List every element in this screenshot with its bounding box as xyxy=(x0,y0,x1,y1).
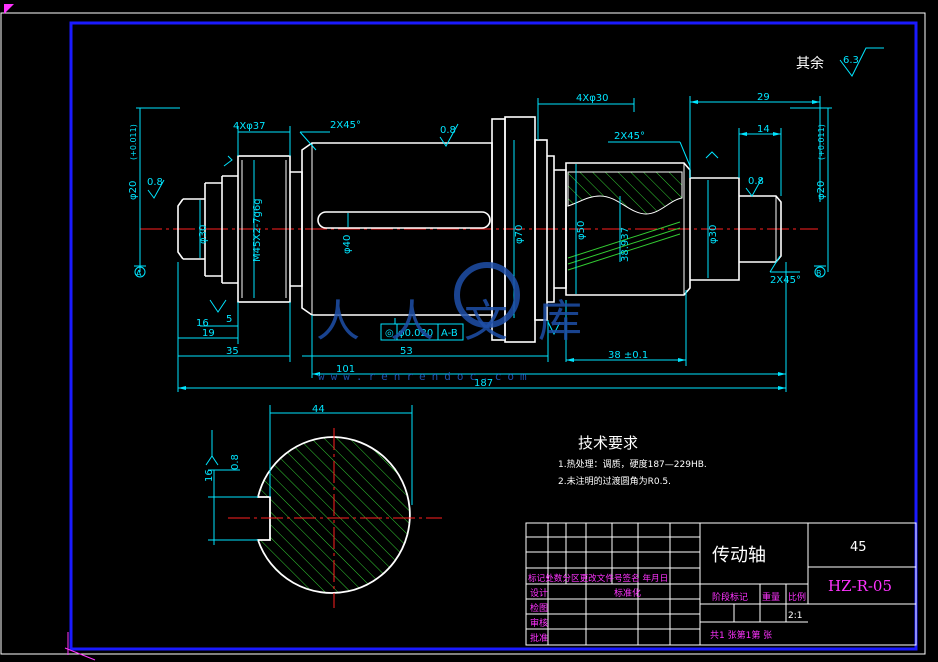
tol-value: φ0.020 xyxy=(398,328,433,339)
label-sheets: 共1 张第1第 张 xyxy=(710,629,772,641)
dim-14: 14 xyxy=(757,124,770,135)
dim-5: 5 xyxy=(226,314,232,325)
label-design: 设计 xyxy=(530,587,548,599)
spline-hatch xyxy=(567,171,683,215)
header-row: 标记处数分区更改文件号签名 年月日 xyxy=(528,572,668,584)
material: 45 xyxy=(850,540,867,555)
dim-4x37: 4Xφ37 xyxy=(233,121,266,132)
dim-29: 29 xyxy=(757,92,770,103)
dim-101: 101 xyxy=(336,364,355,375)
surface-finish-symbols xyxy=(147,47,884,336)
label-scale: 比例 xyxy=(788,591,806,603)
finish-value-left: 0.8 xyxy=(147,177,163,188)
dim-d20-left: φ20 xyxy=(128,181,139,200)
section-dim-16: 16 xyxy=(204,469,215,482)
rotated-texts: φ20 (+0.011) φ20 (+0.011) φ30 M45X2-7g6g… xyxy=(128,124,827,482)
shaft-outline xyxy=(177,116,782,343)
dim-d20-left-tol: (+0.011) xyxy=(129,124,138,160)
dim-d40: φ40 xyxy=(342,235,353,254)
label-check: 检图 xyxy=(530,602,548,614)
scale-value: 2:1 xyxy=(788,611,802,621)
dim-spline: 38.937 xyxy=(620,227,631,262)
tol-symbol: ◎ xyxy=(385,328,394,339)
dim-4x30: 4Xφ30 xyxy=(576,93,609,104)
datum-a: A xyxy=(136,269,142,278)
tech-line-1: 1.热处理：调质，硬度187—229HB. xyxy=(558,458,707,470)
dimension-texts: 其余 6.3 0.8 0.8 0.8 4Xφ37 2X45° 4Xφ30 2X4… xyxy=(136,55,859,415)
drawing-number: HZ-R-05 xyxy=(828,577,892,595)
dim-19: 19 xyxy=(202,328,215,339)
finish-value-top: 0.8 xyxy=(440,125,456,136)
datum-symbols xyxy=(134,265,826,278)
dim-16: 16 xyxy=(196,318,209,329)
label-approve: 批准 xyxy=(530,632,548,644)
tech-line-2: 2.未注明的过渡圆角为R0.5. xyxy=(558,475,671,487)
corner-marker xyxy=(4,4,14,14)
dim-53: 53 xyxy=(400,346,413,357)
dimension-lines xyxy=(136,96,832,392)
dim-d20-right: φ20 xyxy=(816,181,827,200)
label-stage: 阶段标记 xyxy=(712,591,748,603)
dim-2x45-b: 2X45° xyxy=(614,131,645,142)
tol-datum: A-B xyxy=(441,328,458,339)
dim-38: 38 ±0.1 xyxy=(608,350,648,361)
title-block-labels: 标记处数分区更改文件号签名 年月日 设计 标准化 检图 审核 批准 阶段标记 重… xyxy=(528,572,806,644)
outer-frame xyxy=(0,12,926,655)
dim-d20-right-tol: (+0.011) xyxy=(817,124,826,160)
section-dim-08: 0.8 xyxy=(230,454,241,470)
tech-title: 技术要求 xyxy=(578,434,638,452)
part-name: 传动轴 xyxy=(712,545,766,566)
rest-finish-label: 其余 xyxy=(796,55,824,72)
watermark xyxy=(454,262,520,328)
section-dim-44: 44 xyxy=(312,404,325,415)
dim-d30-left: φ30 xyxy=(198,225,209,244)
ucs-axis xyxy=(64,647,96,661)
dim-2x45-a: 2X45° xyxy=(330,120,361,131)
datum-b: B xyxy=(816,269,822,278)
dim-d50: φ50 xyxy=(576,221,587,240)
title-block xyxy=(525,522,917,646)
tolerance-frame xyxy=(380,323,464,341)
dim-35: 35 xyxy=(226,346,239,357)
watermark-url: www.renrendoc.com xyxy=(318,370,533,383)
dim-187: 187 xyxy=(474,378,493,389)
rest-finish-value: 6.3 xyxy=(843,55,859,66)
dim-d70: φ70 xyxy=(514,225,525,244)
watermark-text: 人人文库 xyxy=(316,296,612,347)
inner-frame xyxy=(69,21,918,651)
finish-value-right: 0.8 xyxy=(748,176,764,187)
dimension-arrows xyxy=(178,100,820,390)
section-view xyxy=(205,405,442,608)
dim-thread: M45X2-7g6g xyxy=(252,198,263,262)
label-standardize: 标准化 xyxy=(614,587,641,599)
spline-lines xyxy=(567,221,681,271)
dim-d30-right: φ30 xyxy=(708,225,719,244)
dim-2x45-c: 2X45° xyxy=(770,275,801,286)
label-review: 审核 xyxy=(530,617,548,629)
label-weight: 重量 xyxy=(762,591,780,603)
